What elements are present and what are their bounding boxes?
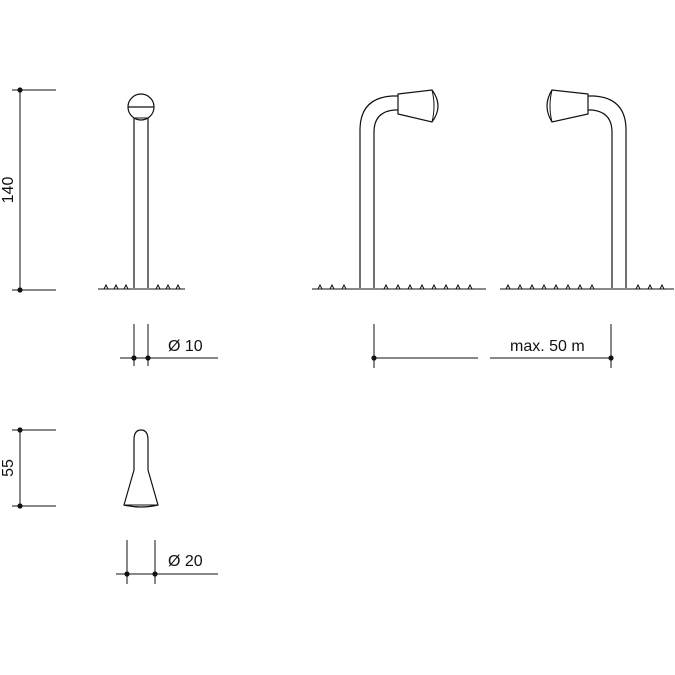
height-dimension-55: 55 [0, 427, 56, 509]
curved-lamp-left [312, 89, 486, 290]
spacing-dimension: max. 50 m [371, 324, 614, 368]
diameter-dimension-10: Ø 10 [120, 324, 218, 366]
curved-lamp-right [500, 89, 674, 290]
height-label-140: 140 [0, 177, 17, 204]
diameter-label-10: Ø 10 [168, 338, 203, 355]
height-dimension-140: 140 [0, 87, 56, 293]
small-ground-light [123, 429, 159, 508]
diameter-dimension-20: Ø 20 [116, 540, 218, 584]
bollard-front-view [98, 93, 185, 290]
spacing-label: max. 50 m [510, 338, 585, 355]
height-label-55: 55 [0, 459, 17, 477]
diameter-label-20: Ø 20 [168, 553, 203, 570]
